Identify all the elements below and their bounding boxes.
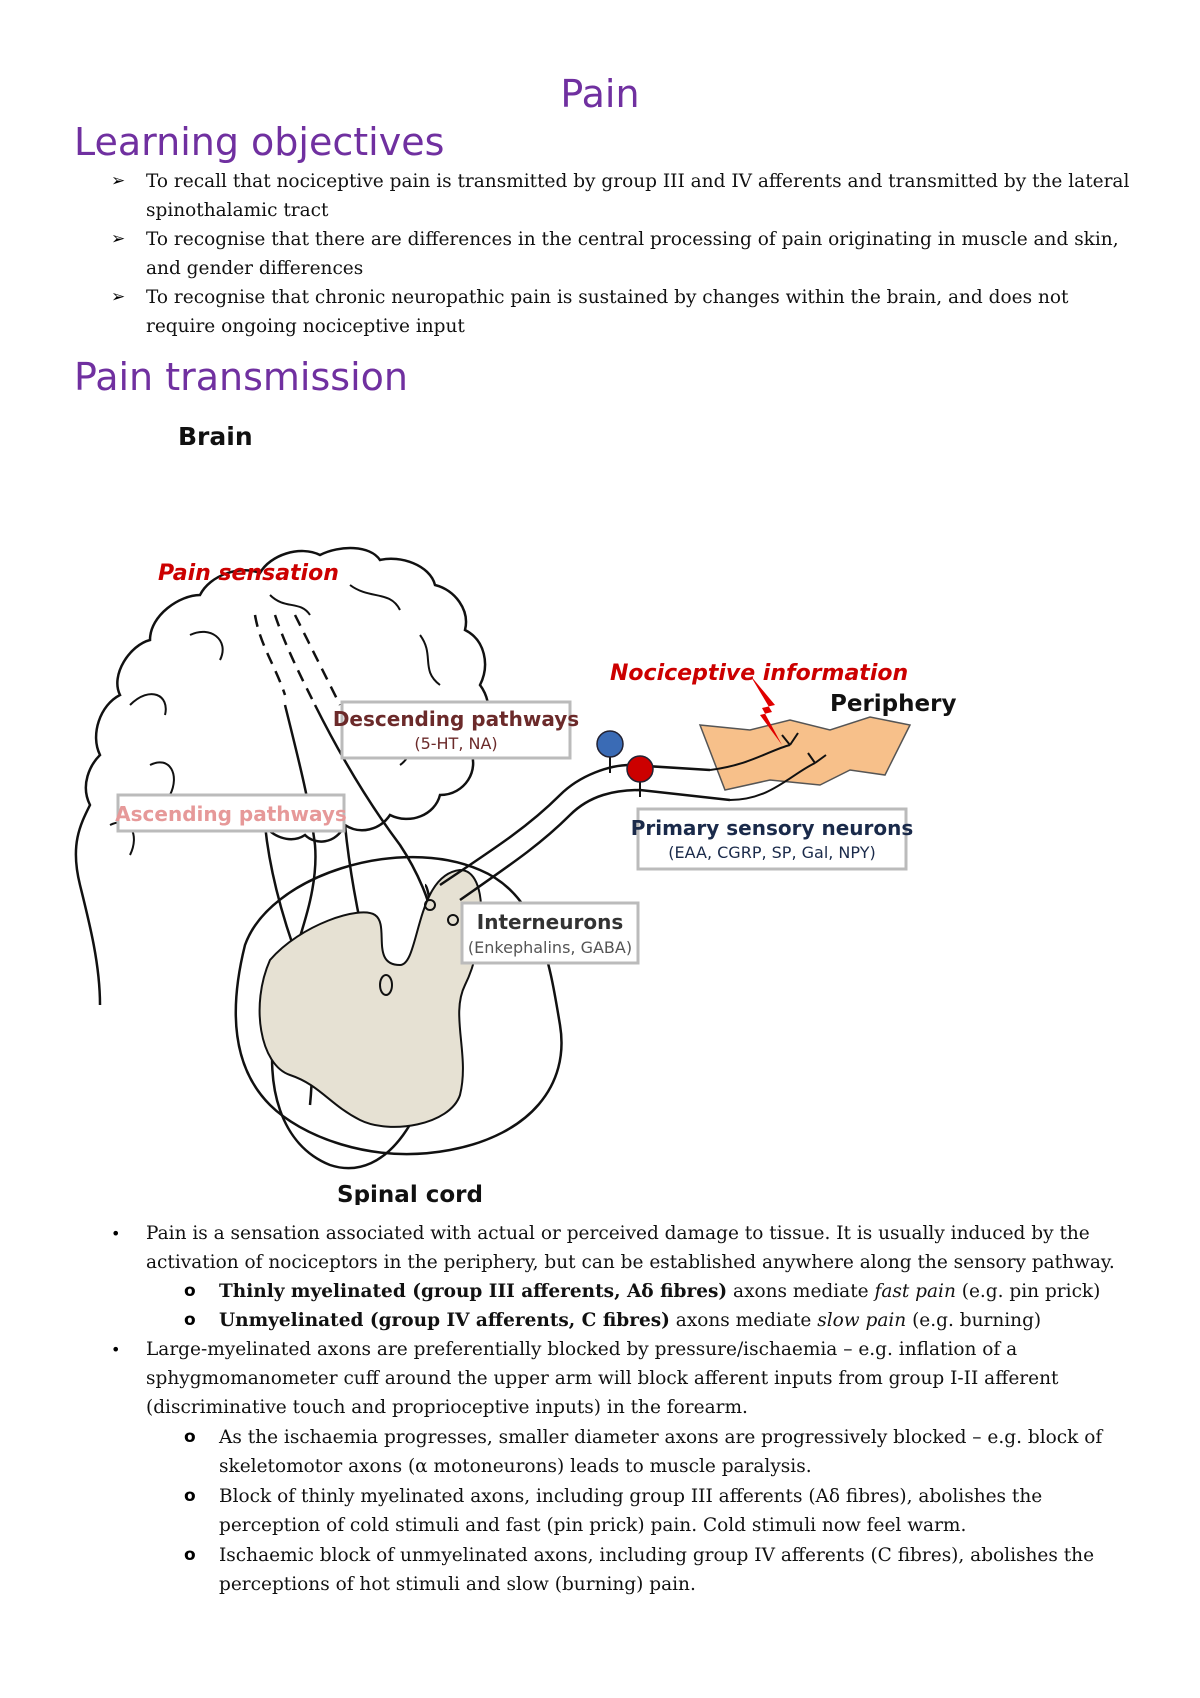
periphery-tissue	[698, 716, 912, 791]
interneurons-sub: (Enkephalins, GABA)	[468, 938, 632, 957]
grey-matter	[258, 868, 483, 1128]
ascending-pathways-box	[116, 793, 346, 833]
pain-transmission-heading: Pain transmission	[74, 355, 408, 399]
slow-pain-text-a: axons mediate	[669, 1310, 818, 1331]
descending-pathways-label: Descending pathways	[333, 707, 579, 731]
learning-objectives-heading: Learning objectives	[74, 120, 445, 164]
dot-bullet-1: •	[111, 1224, 121, 1243]
slow-pain-bold: Unmyelinated (group IV afferents, C fibr…	[219, 1310, 670, 1331]
primary-sensory-box	[636, 807, 908, 871]
sub-bullet-slow-pain: Unmyelinated (group IV afferents, C fibr…	[219, 1306, 1119, 1335]
spinal-cord-label: Spinal cord	[337, 1182, 483, 1205]
slow-pain-italic: slow pain	[817, 1310, 907, 1331]
primary-sensory-sub: (EAA, CGRP, SP, Gal, NPY)	[668, 843, 875, 862]
sub-bullet-unmyelinated-block: Ischaemic block of unmyelinated axons, i…	[219, 1545, 1095, 1595]
objective-3: To recognise that chronic neuropathic pa…	[146, 287, 1069, 337]
fast-pain-text-b: (e.g. pin prick)	[955, 1281, 1101, 1302]
arrow-bullet-1: ➢	[111, 171, 126, 191]
circle-bullet-2: o	[184, 1310, 196, 1330]
circle-bullet-1: o	[184, 1281, 196, 1301]
fast-pain-italic: fast pain	[874, 1281, 956, 1302]
page-title: Pain	[560, 72, 640, 116]
fast-pain-text-a: axons mediate	[727, 1281, 875, 1302]
circle-bullet-5: o	[184, 1545, 196, 1565]
pain-sensation-label: Pain sensation	[158, 561, 339, 586]
dashed-tract-2	[273, 614, 317, 706]
descending-pathway-line	[313, 704, 432, 911]
primary-fibre-upper	[439, 763, 711, 887]
dashed-tract-3	[293, 614, 342, 706]
nociceptive-information-label: Nociceptive information	[610, 661, 908, 686]
periphery-label: Periphery	[830, 691, 956, 717]
circle-bullet-4: o	[184, 1486, 196, 1506]
sub-bullet-ischaemia: As the ischaemia progresses, smaller dia…	[219, 1427, 1103, 1477]
sub-bullet-thin-block: Block of thinly myelinated axons, includ…	[219, 1486, 1043, 1536]
central-canal	[379, 974, 393, 996]
interneuron-1	[424, 899, 436, 911]
red-neuron	[626, 755, 654, 783]
nerve-endings	[709, 732, 827, 801]
objective-2: To recognise that there are differences …	[146, 229, 1119, 279]
slow-pain-text-b: (e.g. burning)	[906, 1310, 1042, 1331]
interneuron-2	[447, 914, 459, 926]
fast-pain-bold: Thinly myelinated (group III afferents, …	[219, 1281, 728, 1302]
spinal-cord-outline	[234, 855, 563, 1156]
bullet-2: Large-myelinated axons are preferentiall…	[146, 1339, 1059, 1418]
descending-pathways-sub: (5-HT, NA)	[414, 734, 497, 753]
brain-label: Brain	[178, 422, 253, 451]
dashed-tract-1	[253, 614, 287, 696]
ascending-pathways-label: Ascending pathways	[115, 802, 347, 826]
pain-transmission-figure: Brain Pain sensation Nociceptive informa…	[74, 422, 956, 1205]
interneurons-label: Interneurons	[477, 910, 623, 934]
interneurons-box	[460, 901, 640, 965]
dot-bullet-2: •	[111, 1340, 121, 1359]
objective-1: To recall that nociceptive pain is trans…	[146, 171, 1130, 221]
arrow-bullet-3: ➢	[111, 287, 126, 307]
primary-sensory-label: Primary sensory neurons	[631, 816, 914, 840]
descending-pathways-box	[340, 700, 572, 760]
pain-lightning-icon	[750, 675, 782, 745]
bullet-1: Pain is a sensation associated with actu…	[146, 1223, 1115, 1273]
primary-fibre-lower	[459, 788, 731, 902]
sub-bullet-fast-pain: Thinly myelinated (group III afferents, …	[219, 1277, 1119, 1306]
arrow-bullet-2: ➢	[111, 229, 126, 249]
blue-neuron	[596, 730, 624, 758]
brain-outline	[74, 546, 490, 1006]
circle-bullet-3: o	[184, 1427, 196, 1447]
